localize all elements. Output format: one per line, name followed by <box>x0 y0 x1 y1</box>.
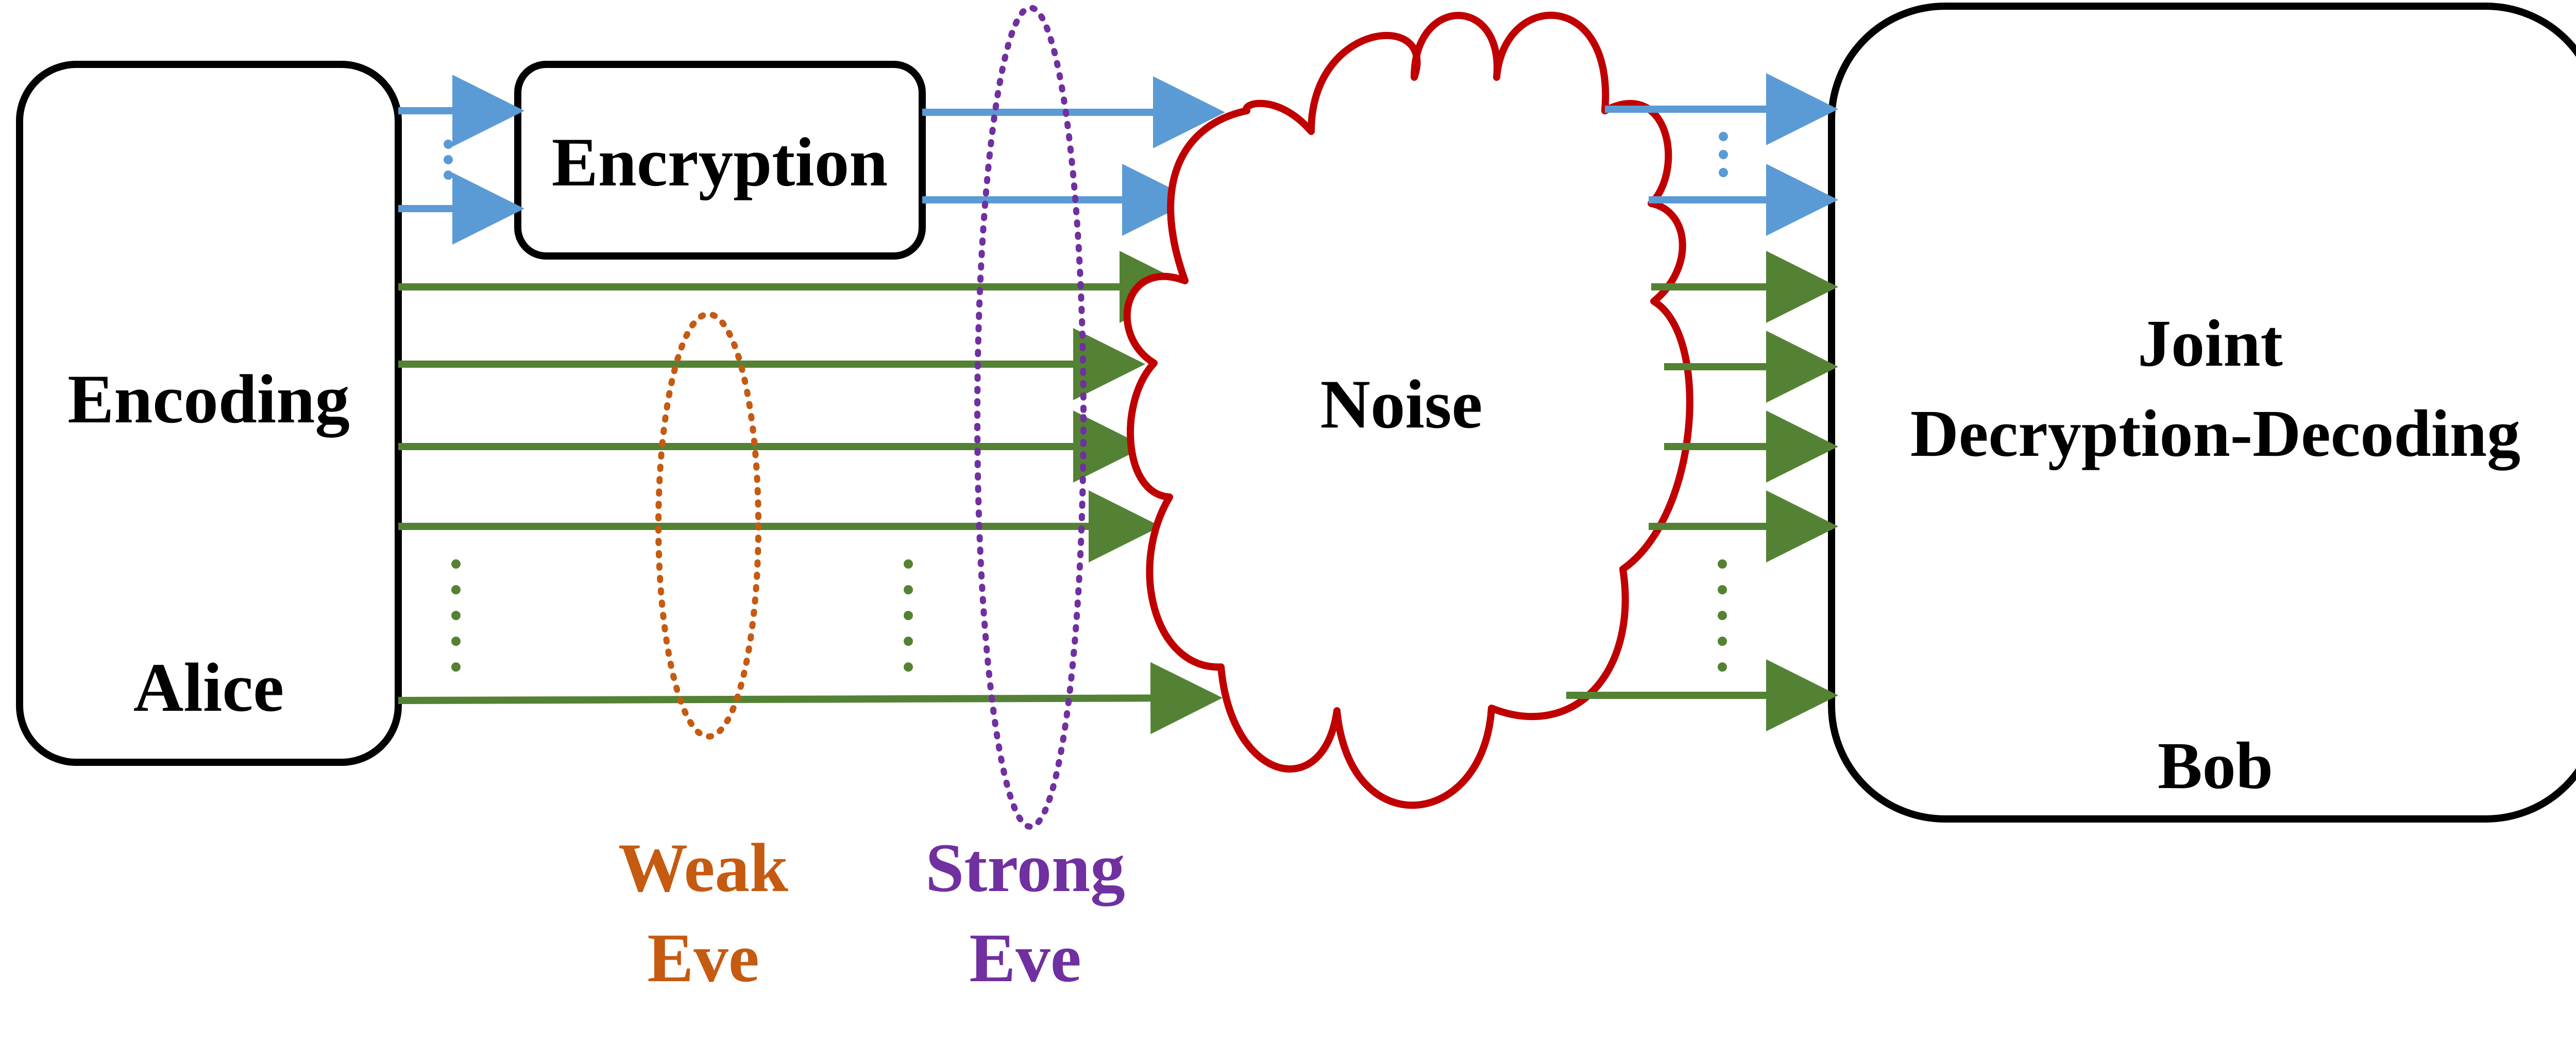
encoder-box <box>16 61 402 766</box>
strong-eve-ellipse <box>974 5 1087 830</box>
alice-encoder-block: Encoding Alice <box>16 61 402 766</box>
encryption-label: Encryption <box>552 124 888 201</box>
decoder-label-line2: Decryption-Decoding <box>1910 397 2520 471</box>
encryption-box <box>514 61 926 260</box>
green-ellipsis-dots-right <box>1718 559 1727 672</box>
plain-channel-links <box>398 251 1223 734</box>
weak-eve-ellipse <box>655 311 761 740</box>
weak-eve-label-line1: Weak <box>618 830 788 907</box>
noise-label: Noise <box>1320 366 1483 443</box>
alice-label: Alice <box>133 649 284 726</box>
plain-links-to-bob <box>1566 251 1838 731</box>
strong-eve-label-line1: Strong <box>925 830 1125 907</box>
encryption-block: Encryption <box>514 61 926 260</box>
weak-eve-label-line2: Eve <box>647 920 759 997</box>
green-ellipsis-dots-middle <box>904 559 913 672</box>
decoder-label-line1: Joint <box>2138 306 2283 381</box>
noise-cloud: Noise <box>1123 11 1693 809</box>
encrypted-links-to-bob <box>1605 73 1838 236</box>
green-arrow-alice-to-noise-5 <box>398 662 1223 734</box>
bob-decoder-block: Joint Decryption-Decoding Bob <box>1828 3 2576 823</box>
blue-ellipsis-dots-left <box>444 140 453 180</box>
blue-ellipsis-dots-right <box>1719 132 1728 177</box>
weak-eve-tap: Weak Eve <box>618 311 788 997</box>
encrypted-input-links <box>398 75 524 245</box>
encoding-label: Encoding <box>67 361 350 438</box>
bob-label: Bob <box>2158 729 2273 803</box>
strong-eve-label-line2: Eve <box>969 920 1081 997</box>
noise-cloud-outline <box>1123 11 1693 809</box>
green-ellipsis-dots-left <box>451 559 461 672</box>
strong-eve-tap: Strong Eve <box>925 5 1125 997</box>
